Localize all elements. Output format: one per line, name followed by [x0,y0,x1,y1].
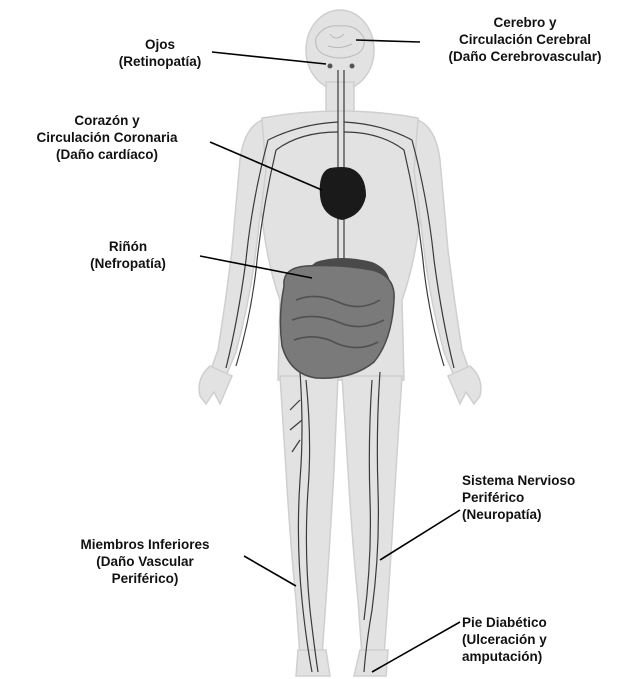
label-cerebro: Cerebro y Circulación Cerebral (Daño Cer… [410,14,634,65]
label-pie-line-1: Pie Diabético [462,614,632,631]
label-cerebro-line-3: (Daño Cerebrovascular) [410,48,634,65]
label-miembros-line-3: Periférico) [40,570,250,587]
label-miembros-inferiores: Miembros Inferiores (Daño Vascular Perif… [40,536,250,587]
eye-right [350,64,355,69]
label-nervioso-line-1: Sistema Nervioso [462,472,632,489]
label-rinon-line-2: (Nefropatía) [58,255,198,272]
arm-left [210,120,266,376]
label-ojos-line-1: Ojos [80,36,240,53]
pointer-miembros [244,556,296,586]
head [306,10,374,90]
label-sistema-nervioso: Sistema Nervioso Periférico (Neuropatía) [462,472,632,523]
label-ojos-line-2: (Retinopatía) [80,53,240,70]
label-ojos: Ojos (Retinopatía) [80,36,240,70]
label-cerebro-line-1: Cerebro y [410,14,634,31]
leg-right [342,376,402,656]
neck [326,82,354,114]
arm-right [414,120,470,376]
label-pie-line-3: amputación) [462,648,632,665]
label-pie-line-2: (Ulceración y [462,631,632,648]
label-cerebro-line-2: Circulación Cerebral [410,31,634,48]
label-corazon: Corazón y Circulación Coronaria (Daño ca… [2,112,212,163]
label-pie-diabetico: Pie Diabético (Ulceración y amputación) [462,614,632,665]
label-rinon-line-1: Riñón [58,238,198,255]
label-corazon-line-1: Corazón y [2,112,212,129]
label-corazon-line-2: Circulación Coronaria [2,129,212,146]
label-nervioso-line-3: (Neuropatía) [462,506,632,523]
label-rinon: Riñón (Nefropatía) [58,238,198,272]
label-corazon-line-3: (Daño cardíaco) [2,146,212,163]
foot-right [354,650,388,676]
eye-left [328,64,333,69]
label-miembros-line-2: (Daño Vascular [40,553,250,570]
label-miembros-line-1: Miembros Inferiores [40,536,250,553]
label-nervioso-line-2: Periférico [462,489,632,506]
foot-left [296,650,330,676]
